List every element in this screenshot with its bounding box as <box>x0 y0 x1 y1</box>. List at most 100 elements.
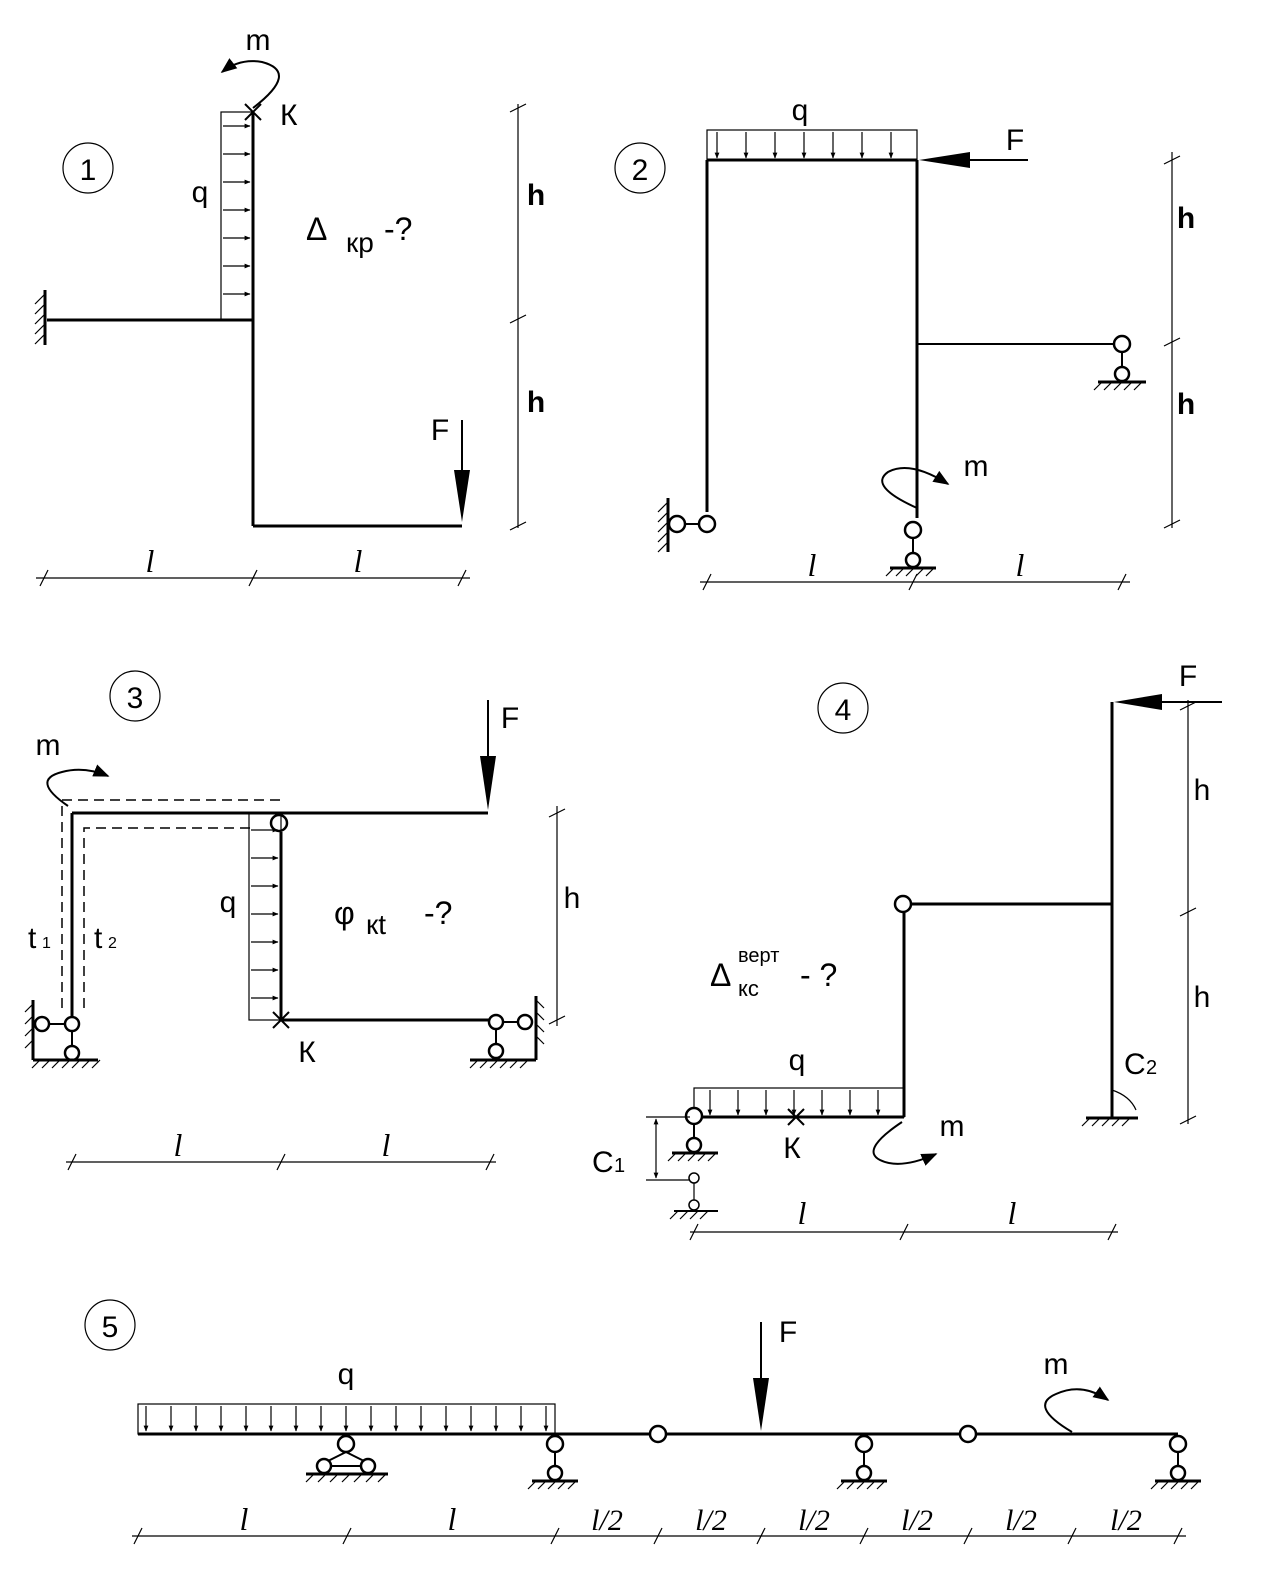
scheme-5-l-half-5: l/2 <box>1005 1504 1037 1537</box>
scheme-3-distributed-load <box>248 812 282 1021</box>
scheme-2: 2 q F <box>614 94 1195 591</box>
scheme-4-m-label: m <box>940 1110 965 1143</box>
scheme-1-number-circle <box>62 142 114 194</box>
scheme-1-m-label: m <box>246 24 271 57</box>
scheme-4-upper-hinge <box>893 894 913 914</box>
scheme-2-l-right: l <box>1016 547 1025 583</box>
scheme-2-m-label: m <box>964 450 989 483</box>
scheme-4-left-support <box>667 1106 718 1162</box>
scheme-4-distributed-load <box>693 1087 905 1118</box>
scheme-1-fixed-support <box>34 290 47 345</box>
scheme-4-q-label: q <box>789 1044 806 1077</box>
scheme-3-temperature-lines <box>61 799 280 1008</box>
scheme-5-m-label: m <box>1044 1348 1069 1381</box>
scheme-1-distributed-load <box>220 111 254 321</box>
scheme-5-internal-hinge-1 <box>648 1424 668 1444</box>
scheme-1-question-symbol: Δ <box>306 211 327 247</box>
scheme-3-t1-label: t <box>28 922 37 955</box>
scheme-4-h-lower: h <box>1194 981 1211 1014</box>
scheme-5-q-label: q <box>338 1358 355 1391</box>
scheme-5-number: 5 <box>102 1311 119 1344</box>
scheme-4-c1-subscript: 1 <box>614 1155 625 1177</box>
scheme-5-roller-support-1 <box>527 1434 578 1490</box>
scheme-4-c2-subscript: 2 <box>1146 1057 1157 1079</box>
scheme-2-moment-arrow <box>881 467 950 509</box>
scheme-3-t1-subscript: 1 <box>42 935 51 952</box>
scheme-5-number-circle <box>84 1299 136 1351</box>
scheme-3-number-circle <box>109 670 161 722</box>
scheme-4-question-subscript: кс <box>738 976 759 1001</box>
scheme-4-rotation-settlement-mark <box>1111 1089 1137 1118</box>
scheme-4-force-arrowhead <box>1114 694 1162 710</box>
scheme-4-number: 4 <box>835 694 852 727</box>
scheme-1-question: Δ кр -? <box>306 211 412 258</box>
scheme-5-l-1: l <box>240 1501 249 1537</box>
scheme-2-number: 2 <box>632 154 649 187</box>
scheme-3-m-label: m <box>36 729 61 762</box>
scheme-3-t2-label: t <box>94 922 103 955</box>
scheme-5-length-dimension <box>132 1527 1186 1545</box>
scheme-3-left-support <box>24 1000 101 1069</box>
scheme-2-f-label: F <box>1006 124 1024 157</box>
scheme-5-l-half-2: l/2 <box>695 1504 727 1537</box>
scheme-2-distributed-load <box>706 129 918 161</box>
scheme-3-number: 3 <box>127 682 144 715</box>
scheme-1-number: 1 <box>80 154 97 187</box>
scheme-1-h-lower: h <box>527 386 545 419</box>
scheme-1-l-right: l <box>354 543 363 579</box>
scheme-4-fixed-support <box>1081 1089 1138 1127</box>
scheme-3-right-support <box>469 996 545 1069</box>
scheme-3-question: φ кt -? <box>334 895 452 940</box>
scheme-2-h-lower: h <box>1177 388 1195 421</box>
scheme-3-point-k-mark <box>272 1011 290 1029</box>
scheme-3: 3 <box>24 670 580 1171</box>
scheme-5-distributed-load <box>137 1403 556 1435</box>
scheme-3-moment-arrow <box>46 764 110 807</box>
scheme-5-moment-arrow <box>1044 1386 1110 1433</box>
scheme-4-settlement-dimension <box>646 1116 690 1181</box>
scheme-2-right-support <box>1093 334 1146 391</box>
scheme-3-height-dimension <box>548 806 566 1026</box>
scheme-2-height-dimension <box>1163 152 1181 529</box>
scheme-2-l-left: l <box>808 547 817 583</box>
scheme-3-t2-subscript: 2 <box>108 935 117 952</box>
scheme-4-number-circle <box>817 682 869 734</box>
scheme-4-question-tail: - ? <box>800 957 837 993</box>
scheme-1-moment-arrow <box>220 58 280 109</box>
scheme-4-displaced-support <box>669 1172 718 1220</box>
scheme-5-internal-hinge-2 <box>958 1424 978 1444</box>
scheme-3-question-subscript: кt <box>366 909 386 940</box>
scheme-1: 1 q К <box>34 24 545 587</box>
scheme-3-f-label: F <box>501 702 519 735</box>
scheme-3-l-left: l <box>174 1127 183 1163</box>
scheme-1-height-dimension <box>509 103 527 531</box>
scheme-4-question-symbol: Δ <box>710 957 731 993</box>
scheme-2-left-support <box>657 498 717 553</box>
scheme-1-force-arrowhead <box>454 470 470 522</box>
scheme-3-q-label: q <box>220 886 237 919</box>
scheme-1-f-label: F <box>431 414 449 447</box>
scheme-5-l-2: l <box>448 1501 457 1537</box>
scheme-1-question-tail: -? <box>384 211 412 247</box>
scheme-4-length-dimension <box>689 1223 1118 1241</box>
scheme-4-h-upper: h <box>1194 774 1211 807</box>
scheme-4-moment-arrow <box>872 1121 938 1166</box>
scheme-1-k-label: К <box>280 99 298 132</box>
scheme-5-roller-support-2 <box>836 1434 887 1490</box>
scheme-2-bottom-support <box>885 520 936 577</box>
scheme-1-l-left: l <box>146 543 155 579</box>
scheme-4-question: Δ верт кс - ? <box>710 945 837 1001</box>
scheme-5-l-half-3: l/2 <box>798 1504 830 1537</box>
scheme-1-length-dimension <box>36 569 470 587</box>
scheme-5-l-half-1: l/2 <box>591 1504 623 1537</box>
scheme-5-l-half-6: l/2 <box>1110 1504 1142 1537</box>
scheme-2-h-upper: h <box>1177 202 1195 235</box>
scheme-3-force-arrowhead <box>480 756 496 810</box>
scheme-4-point-k-mark <box>787 1108 805 1126</box>
scheme-5-force-arrowhead <box>753 1378 769 1431</box>
scheme-2-q-label: q <box>792 94 809 127</box>
scheme-4-l-left: l <box>798 1195 807 1231</box>
scheme-5-f-label: F <box>779 1316 797 1349</box>
scheme-1-h-upper: h <box>527 179 545 212</box>
